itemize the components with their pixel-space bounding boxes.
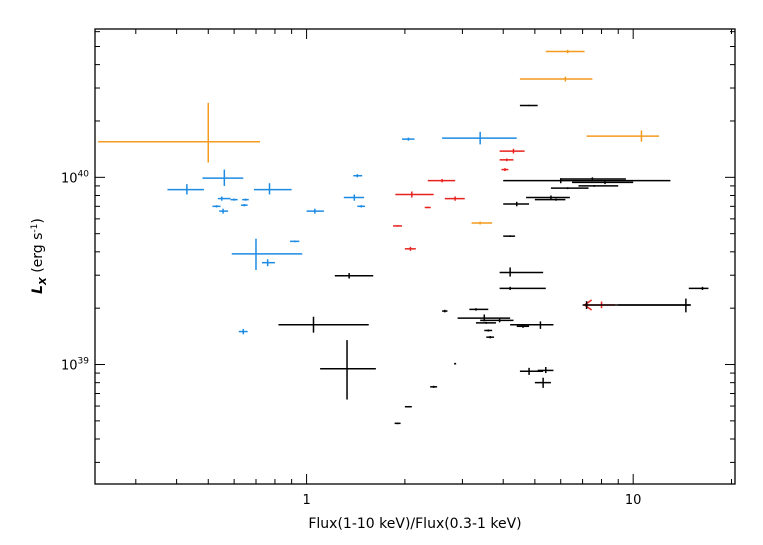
black-data-point xyxy=(320,340,376,400)
black-data-point xyxy=(516,324,530,328)
black-data-point xyxy=(510,321,554,329)
orange-data-point xyxy=(471,221,493,225)
orange-data-point xyxy=(586,130,660,142)
blue-data-point xyxy=(306,208,324,214)
black-data-point xyxy=(480,318,514,323)
black-data-point xyxy=(618,298,691,313)
red-data-point xyxy=(427,178,456,183)
blue-data-point xyxy=(202,169,244,186)
red-data-point xyxy=(393,225,403,227)
black-data-point xyxy=(499,286,546,291)
red-data-point xyxy=(395,191,434,198)
x-tick-label: 1 xyxy=(302,493,310,508)
y-tick-label: 1040 xyxy=(61,169,89,186)
black-data-point xyxy=(560,177,626,181)
black-data-point xyxy=(278,316,369,333)
black-data-point xyxy=(475,321,496,324)
black-data-point xyxy=(499,267,544,277)
blue-data-point xyxy=(217,196,231,201)
tick-labels: 1 10 1039 1040 xyxy=(61,169,641,508)
black-data-point xyxy=(334,273,374,279)
black-data-point xyxy=(404,405,412,408)
data-points xyxy=(98,49,709,425)
blue-data-point xyxy=(261,259,275,267)
blue-data-point xyxy=(357,205,366,208)
black-data-point xyxy=(469,308,489,311)
black-data-point xyxy=(503,201,530,207)
blue-data-point xyxy=(242,198,249,201)
blue-data-point xyxy=(402,137,415,141)
y-tick-label: 1039 xyxy=(61,357,89,374)
black-data-point xyxy=(454,362,457,365)
plot-frame xyxy=(94,28,736,485)
y-axis-label-main: L xyxy=(30,285,46,294)
x-axis-label: Flux(1-10 keV)/Flux(0.3-1 keV) xyxy=(308,516,521,532)
blue-data-point xyxy=(442,131,517,145)
orange-data-point xyxy=(545,49,585,54)
x-tick-label: 10 xyxy=(625,493,642,508)
black-data-point xyxy=(537,366,554,374)
blue-data-point xyxy=(231,238,303,270)
blue-data-point xyxy=(353,174,363,178)
red-data-point xyxy=(404,246,416,251)
blue-data-point xyxy=(290,240,300,243)
black-data-point xyxy=(486,336,495,339)
axis-ticks xyxy=(95,29,735,484)
orange-data-point xyxy=(519,76,593,82)
blue-data-point xyxy=(253,183,292,195)
black-data-point xyxy=(688,286,709,291)
black-data-point xyxy=(430,385,438,388)
black-data-point xyxy=(550,187,589,190)
black-data-point xyxy=(503,235,516,237)
black-data-point xyxy=(519,104,538,107)
y-axis-label-units: (erg s xyxy=(30,233,46,278)
black-data-point xyxy=(394,422,401,425)
y-axis-label: LX (erg s-1) xyxy=(30,218,49,294)
black-data-point xyxy=(534,377,551,388)
orange-data-point xyxy=(98,102,260,163)
red-data-point xyxy=(499,158,514,162)
black-data-point xyxy=(534,198,566,201)
y-axis-label-sub: X xyxy=(38,276,49,286)
y-axis-label-close: ) xyxy=(30,218,46,223)
red-data-point xyxy=(424,206,431,209)
red-data-point xyxy=(501,168,509,172)
black-data-point xyxy=(519,367,544,375)
red-data-point xyxy=(444,196,465,201)
y-axis-label-exp: -1 xyxy=(30,224,40,233)
blue-data-point xyxy=(241,204,248,207)
black-data-point xyxy=(442,309,448,313)
black-data-point xyxy=(578,184,619,187)
red-data-point xyxy=(499,148,525,154)
blue-data-point xyxy=(238,328,248,335)
black-data-point xyxy=(572,180,634,185)
black-data-point xyxy=(484,329,493,332)
blue-data-point xyxy=(212,205,221,208)
blue-data-point xyxy=(219,208,229,214)
blue-data-point xyxy=(230,198,238,201)
blue-data-point xyxy=(167,184,204,195)
blue-data-point xyxy=(343,194,365,201)
